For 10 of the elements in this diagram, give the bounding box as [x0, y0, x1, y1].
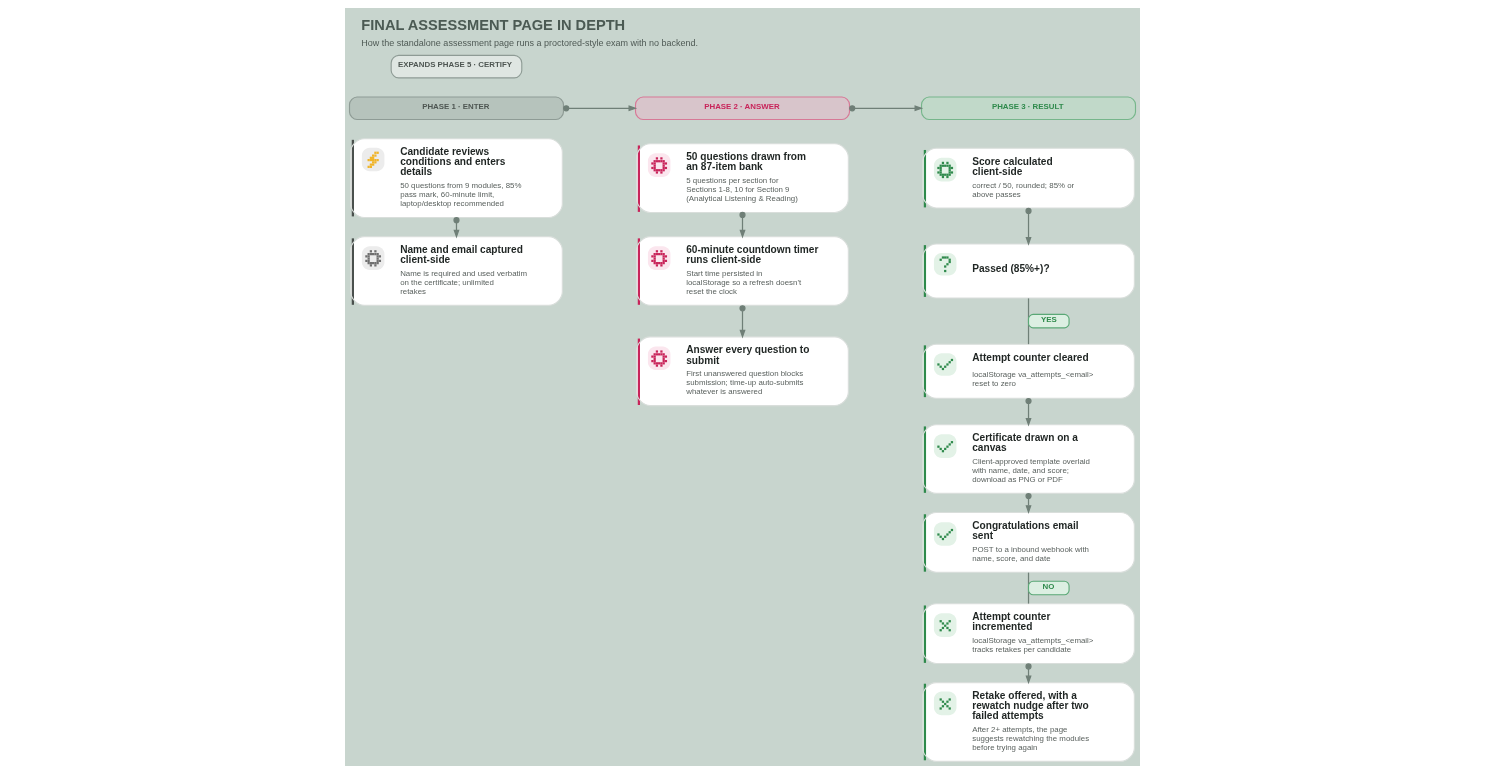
- edge-label: YES: [1040, 314, 1057, 324]
- caption: How the standalone assessment page runs a proctored-style exam with no backend.: [361, 37, 699, 48]
- arrow: [849, 105, 924, 112]
- arrow: [1025, 207, 1032, 246]
- diagram-title: FINAL ASSESSMENT PAGE IN DEPTH: [361, 16, 626, 33]
- label: EXPANDS PHASE 5 · CERTIFY: [397, 60, 512, 70]
- edge-label: NO: [1042, 581, 1055, 591]
- arrow: [563, 105, 638, 112]
- connector: [1027, 297, 1030, 345]
- arrow: [739, 305, 746, 339]
